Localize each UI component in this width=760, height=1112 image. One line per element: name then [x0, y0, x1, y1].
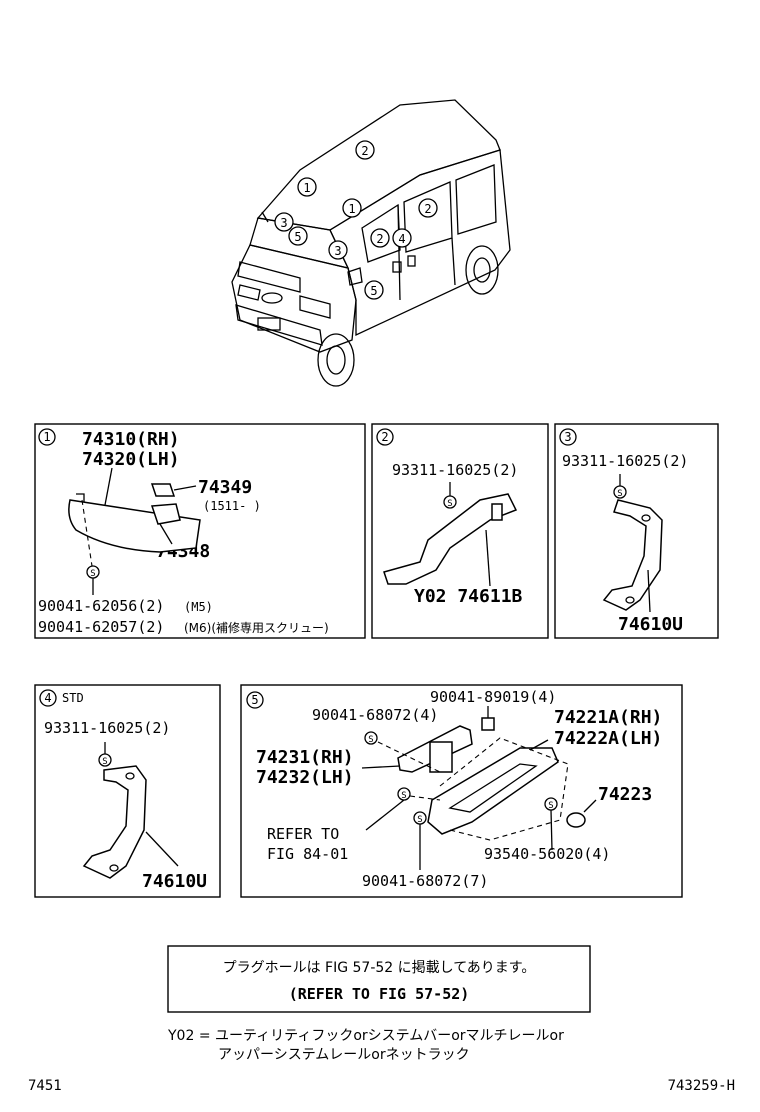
- part-note: (M5): [184, 600, 213, 614]
- part-number: 93540-56020(4): [484, 845, 610, 863]
- part-number: 90041-68072(4): [312, 706, 438, 724]
- vehicle-callout: 5: [364, 280, 384, 300]
- part-number: 74232(LH): [256, 767, 354, 788]
- part-number: 93311-16025(2): [562, 452, 688, 470]
- vehicle-illustration: 2 1 1 2 3 5 3 2 4 5: [231, 99, 511, 387]
- legend-line: アッパーシステムレールorネットラック: [218, 1047, 470, 1063]
- refer-label: FIG 84-01: [267, 845, 348, 863]
- svg-text:1: 1: [303, 181, 310, 195]
- footer-left: 7451: [28, 1078, 62, 1094]
- part-number: 74231(RH): [256, 747, 354, 768]
- legend-line: Y02 = ユーティリティフックorシステムバーorマルチレールor: [167, 1028, 564, 1044]
- svg-text:3: 3: [280, 216, 287, 230]
- vehicle-callout: 2: [418, 198, 438, 218]
- part-number: 74310(RH): [82, 429, 180, 450]
- part-number: 74320(LH): [82, 449, 180, 470]
- panel-3-assist-grip: 3 93311-16025(2) S 74610U: [554, 423, 719, 639]
- svg-text:5: 5: [370, 284, 377, 298]
- svg-text:S: S: [401, 791, 406, 801]
- vehicle-callout: 1: [342, 198, 362, 218]
- vehicle-callout: 2: [355, 140, 375, 160]
- panel-index: 2: [381, 430, 388, 444]
- part-number: 90041-68072(7): [362, 872, 488, 890]
- vehicle-callout: 3: [328, 240, 348, 260]
- svg-text:S: S: [548, 801, 553, 811]
- panel-index: 3: [564, 430, 571, 444]
- legend: Y02 = ユーティリティフックorシステムバーorマルチレールor アッパーシ…: [167, 1028, 564, 1063]
- part-number: Y02 74611B: [414, 586, 523, 607]
- svg-text:3: 3: [334, 244, 341, 258]
- svg-text:S: S: [417, 815, 422, 825]
- panel-index: 1: [43, 430, 50, 444]
- part-number: 74349: [198, 477, 252, 498]
- svg-text:5: 5: [294, 230, 301, 244]
- part-note: (M6)(補修専用スクリュー): [184, 620, 329, 635]
- panel-index: 4: [44, 691, 51, 705]
- svg-text:1: 1: [348, 202, 355, 216]
- part-number: 74610U: [142, 871, 207, 892]
- svg-text:S: S: [368, 735, 373, 745]
- part-number: 93311-16025(2): [44, 719, 170, 737]
- part-number: 93311-16025(2): [392, 461, 518, 479]
- panel-4-assist-grip: 4 STD 93311-16025(2) S 74610U: [34, 684, 221, 898]
- panel-index: 5: [251, 693, 258, 707]
- panel-1-sun-visor: 1 74310(RH) 74320(LH) 74349 (1511- ) 743…: [34, 423, 366, 639]
- svg-text:2: 2: [376, 232, 383, 246]
- part-number: 90041-89019(4): [430, 688, 556, 706]
- svg-text:S: S: [102, 757, 107, 767]
- svg-text:2: 2: [361, 144, 368, 158]
- part-number: 90041-62056(2): [38, 597, 164, 615]
- svg-text:S: S: [90, 569, 95, 579]
- part-number: 74222A(LH): [554, 728, 662, 749]
- footer-right: 743259-H: [668, 1078, 735, 1094]
- part-number: 90041-62057(2): [38, 618, 164, 636]
- variant-label: STD: [62, 691, 84, 705]
- part-note: (1511- ): [203, 499, 261, 513]
- vehicle-callout: 2: [370, 228, 390, 248]
- panel-2-assist-grip: 2 93311-16025(2) S Y02 74611B: [371, 423, 549, 639]
- note-box: プラグホールは FIG 57-52 に掲載してあります。 (REFER TO F…: [167, 945, 591, 1013]
- part-number: 74221A(RH): [554, 707, 662, 728]
- note-line: (REFER TO FIG 57-52): [289, 985, 470, 1003]
- svg-text:S: S: [617, 489, 622, 499]
- vehicle-callout: 3: [274, 212, 294, 232]
- svg-text:2: 2: [424, 202, 431, 216]
- part-number: 74223: [598, 784, 652, 805]
- svg-text:4: 4: [398, 232, 405, 246]
- svg-text:S: S: [447, 499, 452, 509]
- vehicle-callout: 5: [288, 226, 308, 246]
- vehicle-callout: 1: [297, 177, 317, 197]
- vehicle-callout: 4: [392, 228, 412, 248]
- note-line: プラグホールは FIG 57-52 に掲載してあります。: [223, 960, 536, 976]
- refer-label: REFER TO: [267, 825, 339, 843]
- part-number: 74610U: [618, 614, 683, 635]
- panel-5-inside-handle: 5 90041-89019(4) 90041-68072(4) 74221A(R…: [240, 684, 683, 898]
